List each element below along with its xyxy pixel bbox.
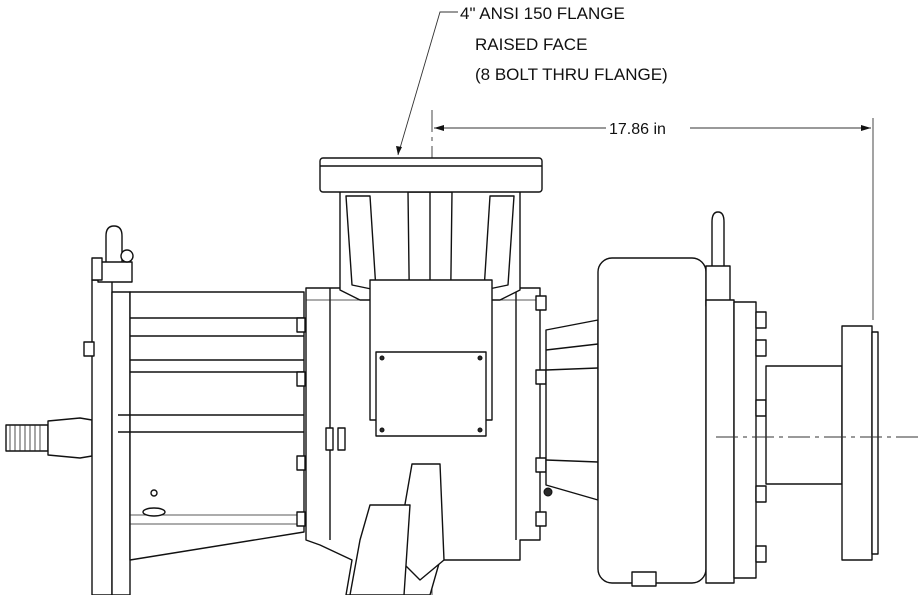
callout-leader-line — [397, 11, 458, 156]
dimension-arrow-left — [434, 125, 444, 131]
lifting-eye-left — [105, 225, 123, 268]
suction-flange — [841, 325, 873, 561]
input-shaft — [5, 417, 93, 459]
dimension-arrow-right — [861, 125, 871, 131]
callout-line-2: RAISED FACE — [475, 35, 587, 54]
dimension-value: 17.86 in — [609, 121, 666, 138]
bearing-frame — [83, 225, 306, 595]
splined-shaft — [5, 424, 49, 452]
callout-arrowhead — [396, 146, 402, 155]
nameplate — [375, 351, 487, 437]
flange-callout: 4" ANSI 150 FLANGE RAISED FACE (8 BOLT T… — [396, 4, 668, 156]
drain-plug — [142, 507, 166, 517]
suction-flange-assembly — [716, 325, 920, 561]
suction-spool — [765, 365, 843, 485]
motor-adapter — [543, 319, 599, 501]
motor-body — [597, 257, 707, 584]
motor-flange-plate — [705, 299, 735, 584]
motor-housing — [597, 211, 767, 587]
callout-line-3: (8 BOLT THRU FLANGE) — [475, 65, 668, 84]
frame-body — [129, 291, 305, 561]
discharge-flange — [319, 157, 543, 193]
lifting-eye-right — [711, 211, 725, 266]
pump-casing — [305, 157, 547, 595]
mounting-plate — [91, 279, 113, 595]
callout-line-1: 4" ANSI 150 FLANGE — [460, 4, 625, 23]
shaft-collar — [47, 417, 93, 459]
